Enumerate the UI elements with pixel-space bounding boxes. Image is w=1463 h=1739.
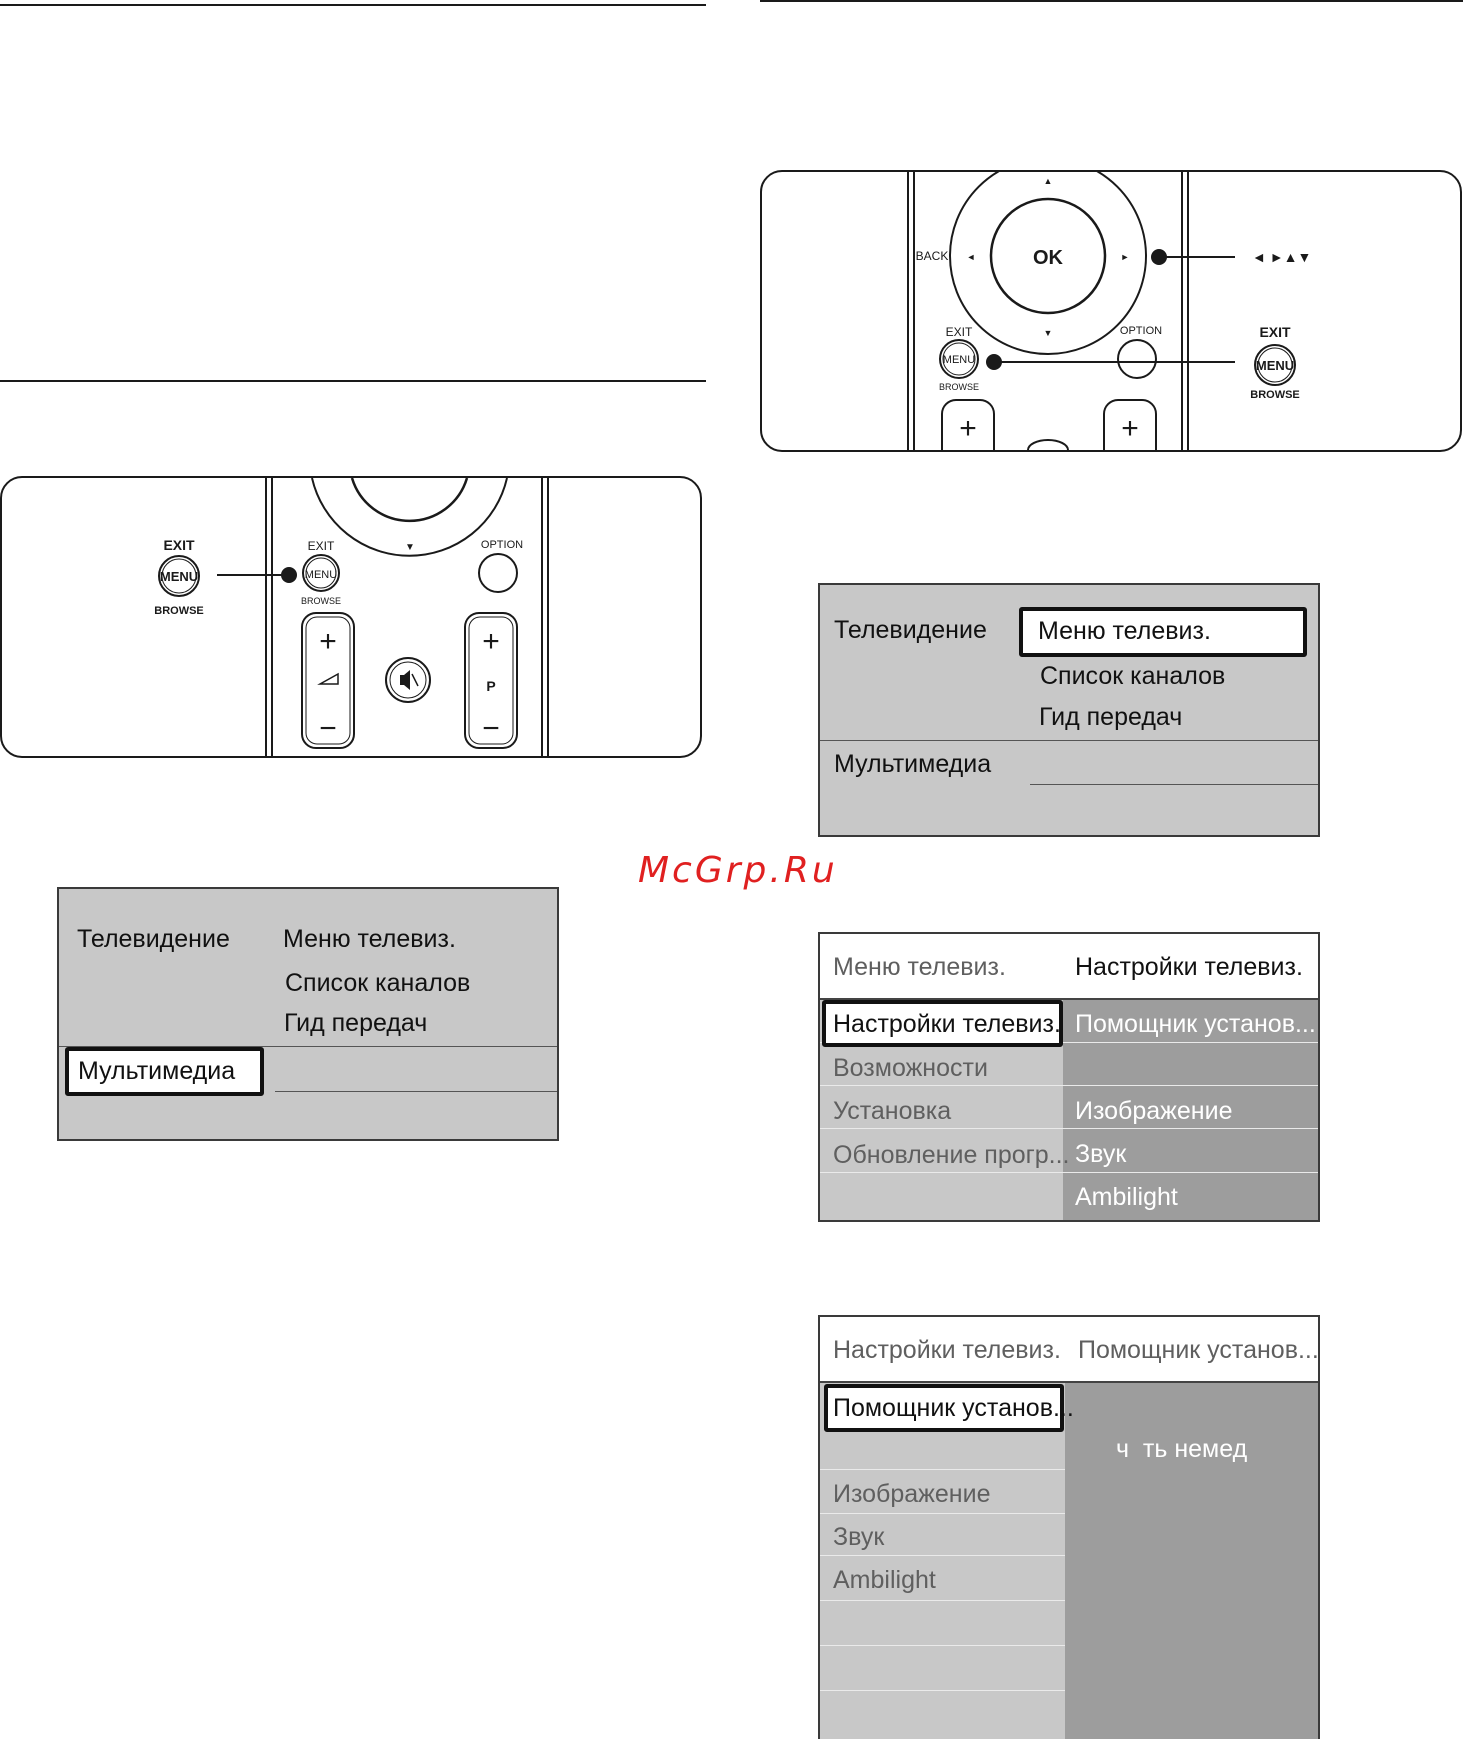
menu-item-tv-settings[interactable]: Настройки телевиз.	[833, 1010, 1061, 1038]
callout-browse-label: BROWSE	[1250, 389, 1300, 401]
remote-menu-label: MENU	[305, 569, 337, 581]
tv-menu-setup-assistant: Настройки телевиз. Помощник установ... П…	[818, 1315, 1320, 1739]
row-divider	[820, 1085, 1318, 1086]
menu-divider	[275, 1091, 557, 1092]
submenu-item-channel-list[interactable]: Список каналов	[285, 969, 471, 997]
tv-menu-multimedia: Телевидение Меню телевиз. Список каналов…	[57, 887, 559, 1141]
submenu-item-sound[interactable]: Звук	[1075, 1140, 1127, 1168]
section-rule-left	[0, 380, 706, 382]
volume-minus-icon: −	[319, 712, 337, 745]
submenu-item-setup-assistant[interactable]: Помощник установ...	[1075, 1010, 1316, 1038]
header-title: Настройки телевиз.	[1075, 953, 1303, 981]
row-divider	[820, 1172, 1318, 1173]
menu-divider	[1030, 784, 1318, 785]
top-rule-right	[760, 0, 1463, 2]
row-divider	[820, 1128, 1318, 1129]
header-title: Помощник установ...	[1078, 1336, 1319, 1364]
menu-divider	[820, 740, 1318, 741]
menu-item-television[interactable]: Телевидение	[77, 925, 230, 953]
menu-item-picture[interactable]: Изображение	[833, 1480, 991, 1508]
back-label: BACK	[916, 249, 949, 263]
remote-option-label: OPTION	[1120, 325, 1162, 337]
callout-menu-label: MENU	[1256, 358, 1294, 373]
selection-highlight[interactable]	[65, 1047, 264, 1096]
volume-plus-icon: +	[319, 625, 337, 658]
callout-exit-label: EXIT	[1259, 324, 1291, 340]
remote-illustration-right: OK BACK ▲ ▼ ◄ ► EXIT MENU BROWSE OPTION …	[760, 170, 1462, 452]
program-plus-icon: +	[482, 625, 500, 658]
row-divider	[820, 1513, 1065, 1514]
left-arrow-icon: ◄	[967, 252, 976, 262]
menu-item-ambilight[interactable]: Ambilight	[833, 1566, 936, 1594]
row-divider	[820, 1690, 1065, 1691]
callout-browse-label: BROWSE	[154, 605, 204, 617]
submenu-panel	[1063, 1000, 1318, 1220]
menu-divider	[820, 998, 1318, 1000]
menu-item-software-update[interactable]: Обновление прогр...	[833, 1141, 1070, 1169]
submenu-item-tv-menu[interactable]: Меню телевиз.	[283, 925, 456, 953]
callout-arrows-icon: ◄ ►▲▼	[1252, 249, 1311, 265]
menu-header-bar	[820, 934, 1318, 998]
menu-item-multimedia[interactable]: Мультимедиа	[834, 750, 992, 778]
submenu-item-tv-menu[interactable]: Меню телевиз.	[1038, 617, 1211, 645]
menu-item-television[interactable]: Телевидение	[834, 616, 987, 644]
selection-highlight[interactable]	[1019, 607, 1307, 657]
header-breadcrumb: Настройки телевиз.	[833, 1336, 1061, 1364]
submenu-item-program-guide[interactable]: Гид передач	[284, 1009, 428, 1037]
selection-highlight[interactable]	[824, 1384, 1064, 1432]
selection-highlight[interactable]	[822, 1000, 1063, 1047]
info-panel	[1065, 1383, 1318, 1739]
panel-action-text[interactable]: ч ть немед	[1116, 1435, 1248, 1463]
plus-right-icon: +	[1121, 412, 1139, 445]
remote-option-label: OPTION	[481, 539, 523, 551]
down-arrow-icon: ▼	[1044, 328, 1053, 338]
menu-item-features[interactable]: Возможности	[833, 1054, 988, 1082]
remote-illustration-left: EXIT MENU BROWSE EXIT MENU BROWSE OPTION…	[0, 476, 702, 758]
menu-item-multimedia[interactable]: Мультимедиа	[78, 1057, 236, 1085]
row-divider	[820, 1555, 1065, 1556]
menu-item-installation[interactable]: Установка	[833, 1097, 952, 1125]
menu-header-bar	[820, 1317, 1318, 1381]
submenu-item-channel-list[interactable]: Список каналов	[1040, 662, 1226, 690]
row-divider	[820, 1600, 1065, 1601]
submenu-item-ambilight[interactable]: Ambilight	[1075, 1183, 1178, 1211]
program-label: P	[486, 678, 495, 694]
tv-menu-main: Телевидение Меню телевиз. Список каналов…	[818, 583, 1320, 837]
submenu-item-program-guide[interactable]: Гид передач	[1039, 703, 1183, 731]
remote-menu-label: MENU	[943, 354, 975, 366]
remote-browse-label: BROWSE	[939, 382, 979, 392]
row-divider	[820, 1645, 1065, 1646]
menu-divider	[820, 1381, 1318, 1383]
watermark: McGrp.Ru	[638, 850, 838, 891]
menu-divider	[59, 1046, 557, 1047]
menu-item-setup-assistant[interactable]: Помощник установ...	[833, 1394, 1074, 1422]
ok-button-label: OK	[1033, 247, 1064, 269]
remote-browse-label: BROWSE	[301, 596, 341, 606]
right-arrow-icon: ►	[1121, 252, 1130, 262]
program-minus-icon: −	[482, 712, 500, 745]
row-divider	[820, 1042, 1318, 1043]
up-arrow-icon: ▲	[1044, 176, 1053, 186]
submenu-item-picture[interactable]: Изображение	[1075, 1097, 1233, 1125]
plus-left-icon: +	[959, 412, 977, 445]
menu-item-sound[interactable]: Звук	[833, 1523, 885, 1551]
down-arrow-icon: ▼	[405, 542, 415, 553]
header-breadcrumb: Меню телевиз.	[833, 953, 1006, 981]
tv-menu-settings: Меню телевиз. Настройки телевиз. Настрой…	[818, 932, 1320, 1222]
callout-exit-label: EXIT	[163, 537, 195, 553]
callout-menu-label: MENU	[160, 569, 198, 584]
remote-exit-label: EXIT	[308, 539, 335, 553]
row-divider	[820, 1469, 1065, 1470]
remote-exit-label: EXIT	[946, 325, 973, 339]
top-rule-left	[0, 4, 706, 6]
